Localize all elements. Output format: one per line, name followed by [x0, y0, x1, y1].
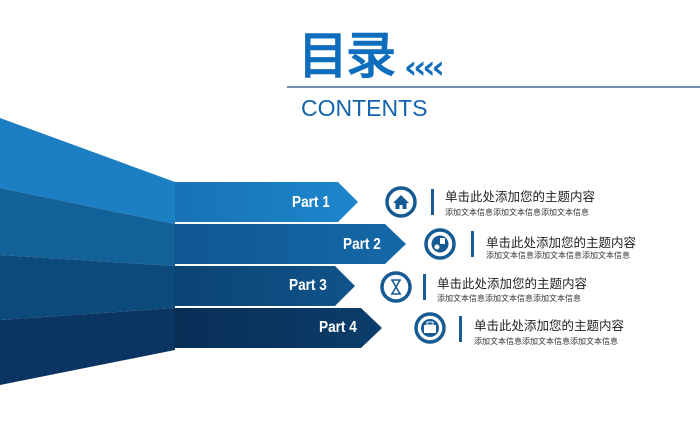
- home-icon[interactable]: [385, 186, 417, 218]
- part-4-label: Part 4: [319, 319, 357, 336]
- divider-1: [431, 189, 434, 215]
- part-2-label: Part 2: [343, 236, 381, 253]
- item-1-title[interactable]: 单击此处添加您的主题内容: [445, 189, 596, 204]
- divider-4: [459, 316, 462, 342]
- item-4-title[interactable]: 单击此处添加您的主题内容: [474, 318, 625, 333]
- chevrons-decoration: ‹‹‹‹: [404, 48, 445, 86]
- arrow-part-4[interactable]: [175, 308, 382, 348]
- band-side-1: [0, 118, 175, 224]
- arrow-part-3[interactable]: [175, 266, 355, 306]
- item-3-title[interactable]: 单击此处添加您的主题内容: [437, 276, 588, 291]
- arrow-part-1[interactable]: [175, 182, 358, 222]
- item-2-text[interactable]: 添加文本信息添加文本信息添加文本信息: [486, 251, 630, 260]
- item-3-text[interactable]: 添加文本信息添加文本信息添加文本信息: [437, 294, 581, 303]
- part-1-label: Part 1: [292, 194, 330, 211]
- divider-2: [471, 231, 474, 257]
- page-title: 目录: [298, 27, 396, 85]
- band-side-4: [0, 308, 175, 385]
- part-3-label: Part 3: [289, 277, 327, 294]
- item-4-text[interactable]: 添加文本信息添加文本信息添加文本信息: [474, 337, 618, 346]
- arrow-part-2[interactable]: [175, 224, 406, 264]
- band-side-2: [0, 188, 175, 266]
- hourglass-icon[interactable]: [380, 271, 412, 303]
- band-side-3: [0, 255, 175, 320]
- item-1-text[interactable]: 添加文本信息添加文本信息添加文本信息: [445, 208, 589, 217]
- page-subtitle: CONTENTS: [301, 95, 428, 121]
- certificate-icon[interactable]: [424, 228, 456, 260]
- item-2-title[interactable]: 单击此处添加您的主题内容: [486, 235, 637, 250]
- divider-3: [423, 274, 426, 300]
- briefcase-icon[interactable]: [414, 312, 446, 344]
